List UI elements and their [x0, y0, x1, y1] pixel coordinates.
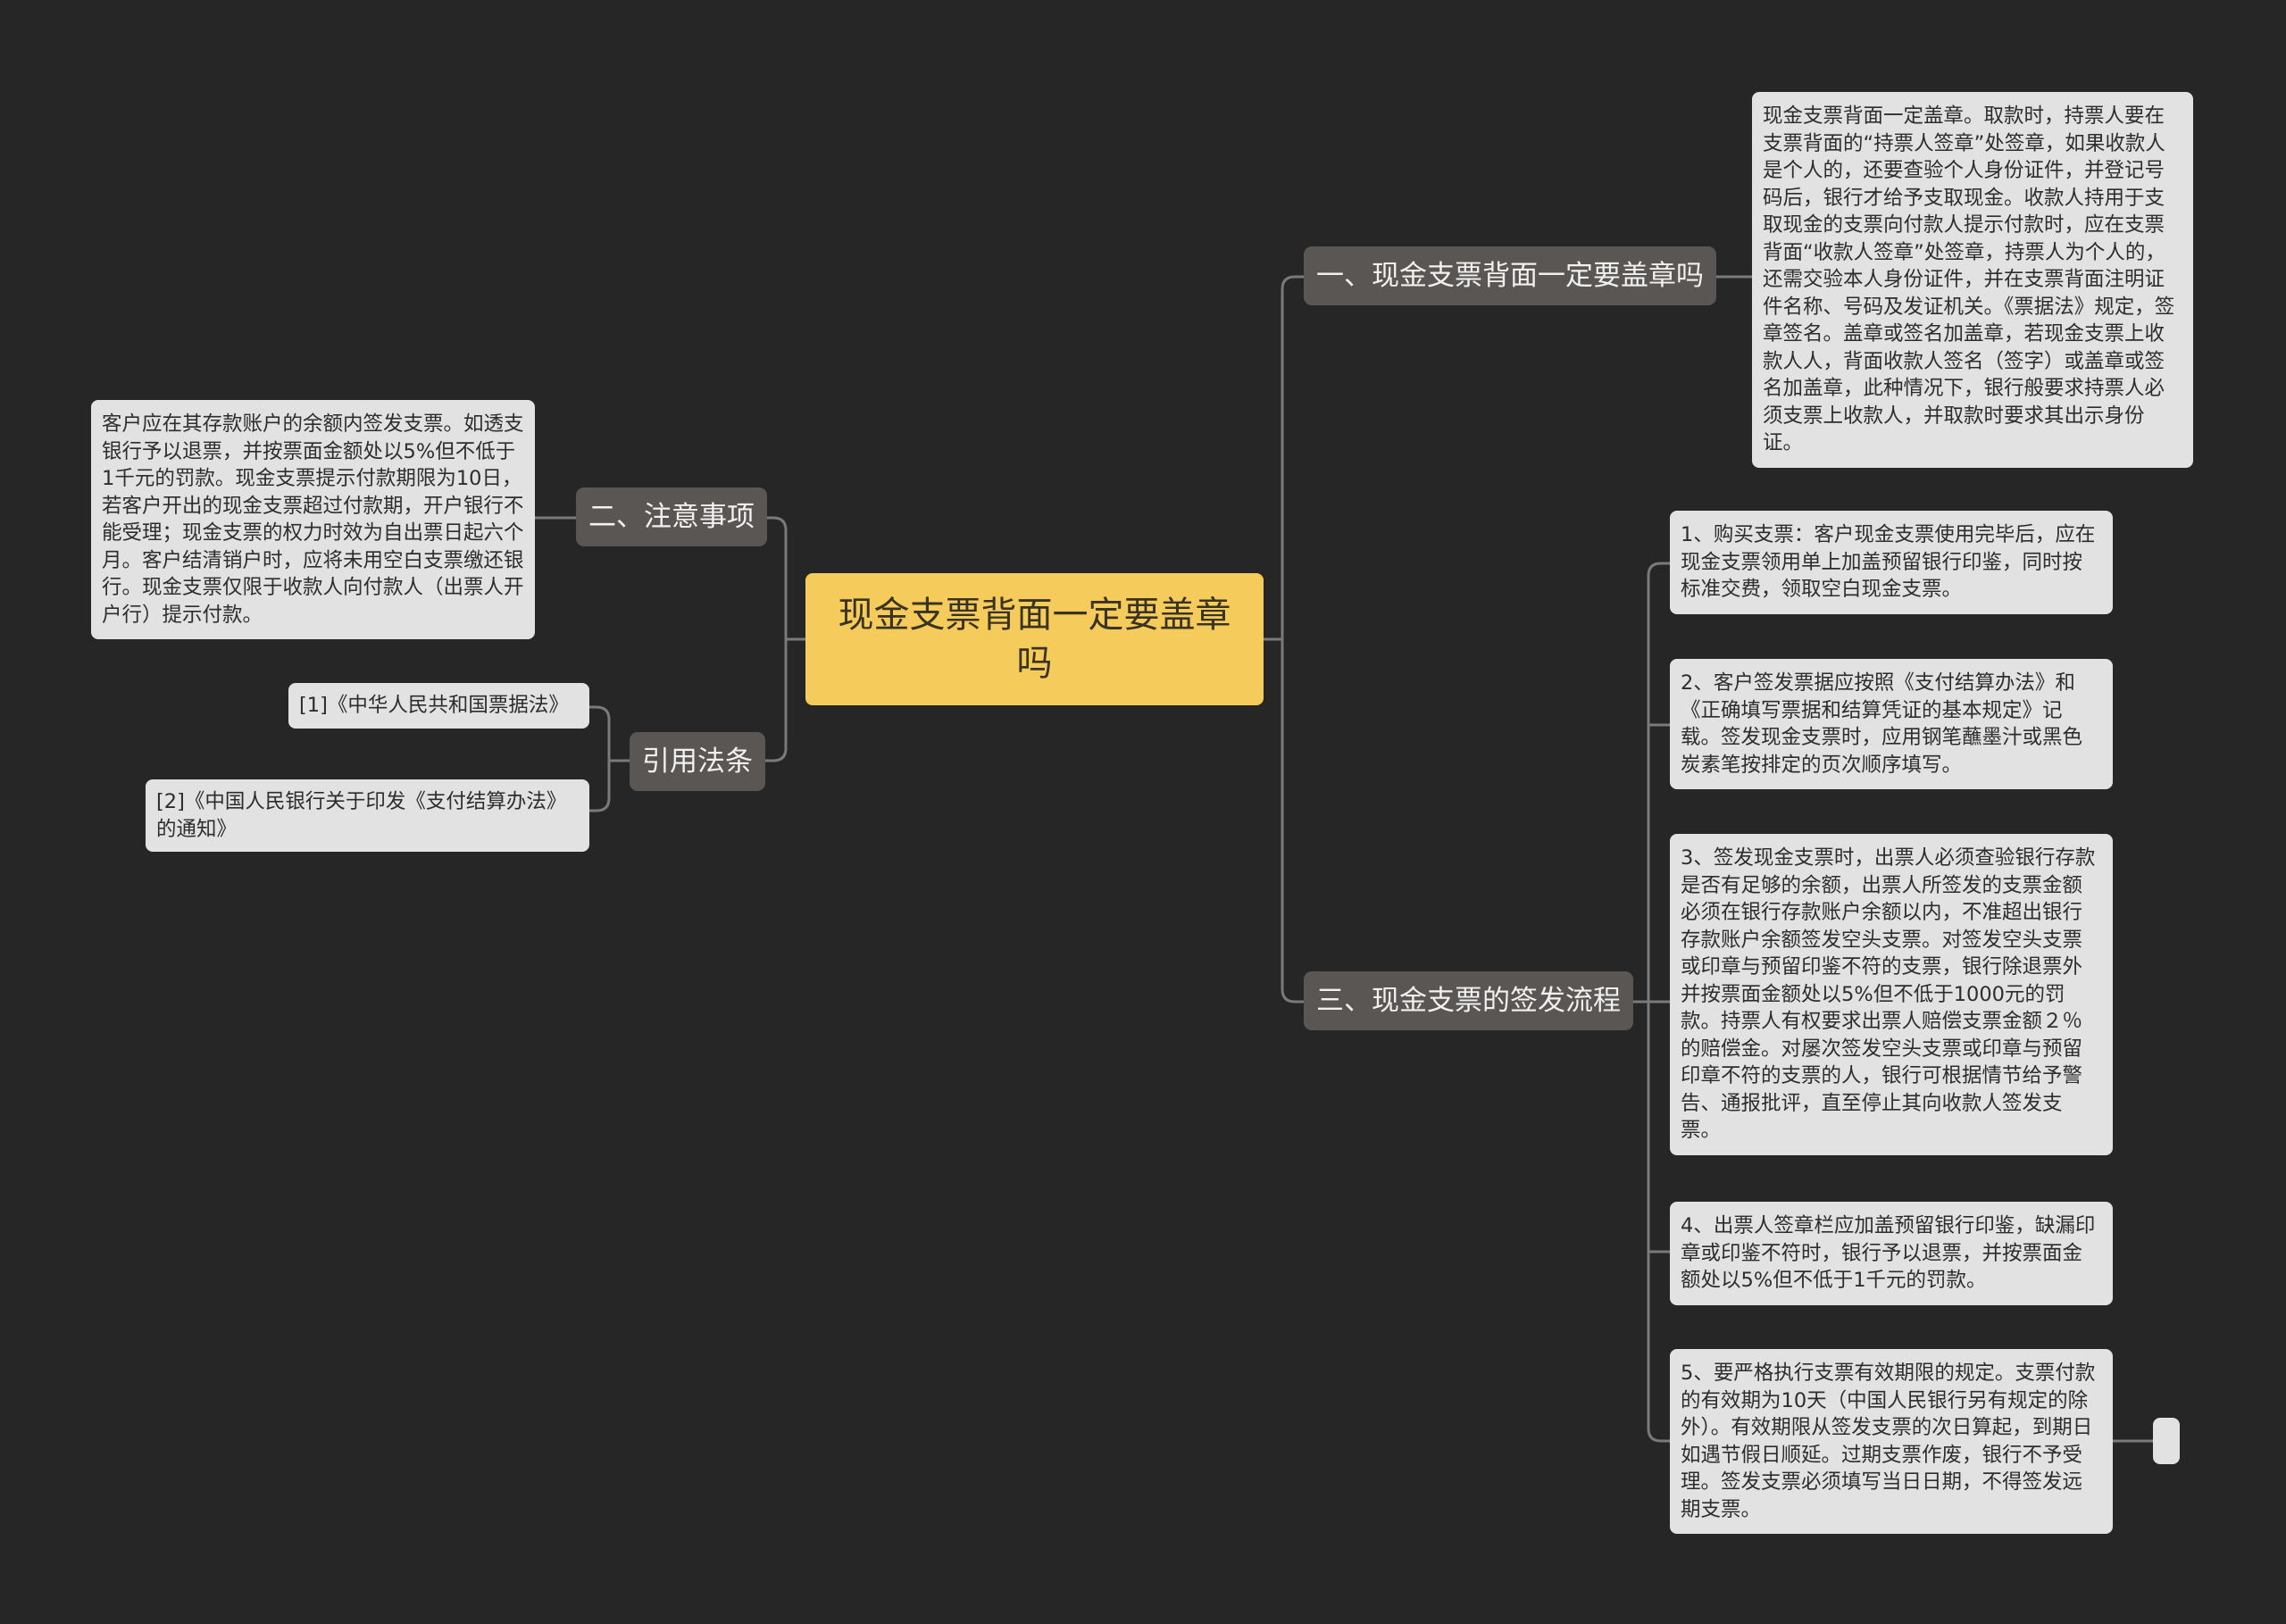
edge-branch-3-to-ref-1	[589, 705, 630, 762]
branch-4-label: 三、现金支票的签发流程	[1316, 985, 1621, 1017]
branch-references[interactable]: 引用法条	[630, 732, 765, 791]
leaf-text: 2、客户签发票据应按照《支付结算办法》和《正确填写票据和结算凭证的基本规定》记载…	[1681, 671, 2083, 777]
root-topic[interactable]: 现金支票背面一定要盖章吗	[805, 573, 1264, 705]
process-step-2[interactable]: 2、客户签发票据应按照《支付结算办法》和《正确填写票据和结算凭证的基本规定》记载…	[1670, 659, 2113, 789]
leaf-text: 现金支票背面一定盖章。取款时，持票人要在支票背面的“持票人签章”处签章，如果收款…	[1763, 104, 2175, 454]
branch-4-issuing-process[interactable]: 三、现金支票的签发流程	[1304, 971, 1633, 1030]
branch-1-label: 一、现金支票背面一定要盖章吗	[1316, 260, 1704, 292]
root-title: 现金支票背面一定要盖章吗	[838, 595, 1231, 684]
process-step-4[interactable]: 4、出票人签章栏应加盖预留银行印鉴，缺漏印章或印鉴不符时，银行予以退票，并按票面…	[1670, 1202, 2113, 1305]
process-step-5[interactable]: 5、要严格执行支票有效期限的规定。支票付款的有效期为10天（中国人民银行另有规定…	[1670, 1349, 2113, 1534]
edge-root-to-branch-3	[764, 639, 788, 762]
edge-root-to-branch-2	[764, 516, 805, 641]
edge-root-to-branch-1	[1264, 275, 1304, 641]
reference-item-1[interactable]: [1]《中华人民共和国票据法》	[288, 683, 589, 729]
process-step-1[interactable]: 1、购买支票：客户现金支票使用完毕后，应在现金支票领用单上加盖预留银行印鉴，同时…	[1670, 511, 2113, 614]
leaf-stamp-explanation[interactable]: 现金支票背面一定盖章。取款时，持票人要在支票背面的“持票人签章”处签章，如果收款…	[1752, 92, 2193, 468]
edge-branch-4-to-step-4	[1647, 1002, 1670, 1253]
reference-item-2[interactable]: [2]《中国人民银行关于印发《支付结算办法》的通知》	[146, 779, 589, 852]
edge-branch-3-to-ref-2	[589, 761, 611, 812]
branch-3-label: 引用法条	[642, 745, 753, 778]
leaf-text: 客户应在其存款账户的余额内签发支票。如透支银行予以退票，并按票面金额处以5%但不…	[102, 412, 524, 627]
branch-2-notes[interactable]: 二、注意事项	[576, 487, 767, 546]
process-step-3[interactable]: 3、签发现金支票时，出票人必须查验银行存款是否有足够的余额，出票人所签发的支票金…	[1670, 834, 2113, 1155]
leaf-notes-text[interactable]: 客户应在其存款账户的余额内签发支票。如透支银行予以退票，并按票面金额处以5%但不…	[91, 400, 535, 639]
leaf-text: 5、要严格执行支票有效期限的规定。支票付款的有效期为10天（中国人民银行另有规定…	[1681, 1362, 2096, 1521]
collapsed-child-node[interactable]	[2153, 1418, 2180, 1464]
branch-2-label: 二、注意事项	[588, 501, 755, 533]
leaf-text: 3、签发现金支票时，出票人必须查验银行存款是否有足够的余额，出票人所签发的支票金…	[1681, 846, 2096, 1142]
leaf-text: [2]《中国人民银行关于印发《支付结算办法》的通知》	[156, 790, 567, 841]
edge-root-to-branch-4	[1281, 639, 1304, 1004]
leaf-text: [1]《中华人民共和国票据法》	[299, 694, 569, 717]
branch-1-cash-check-stamp[interactable]: 一、现金支票背面一定要盖章吗	[1304, 246, 1716, 305]
edge-branch-4-to-step-1	[1647, 562, 1670, 1002]
leaf-text: 4、出票人签章栏应加盖预留银行印鉴，缺漏印章或印鉴不符时，银行予以退票，并按票面…	[1681, 1214, 2096, 1292]
edge-branch-4-to-step-5	[1647, 1252, 1670, 1443]
leaf-text: 1、购买支票：客户现金支票使用完毕后，应在现金支票领用单上加盖预留银行印鉴，同时…	[1681, 523, 2096, 601]
